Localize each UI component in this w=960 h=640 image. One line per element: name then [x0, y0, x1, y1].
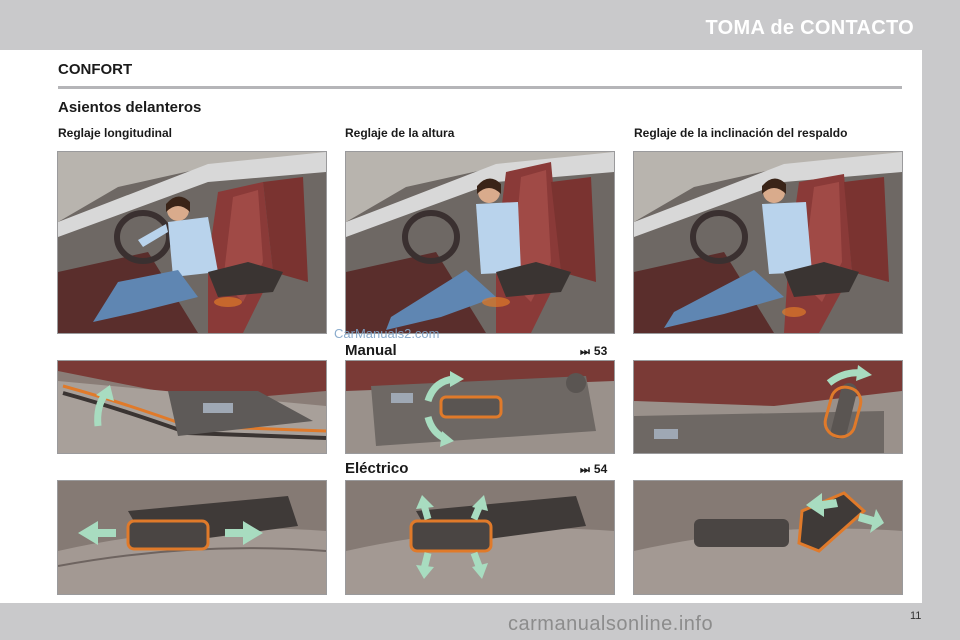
illustration-backrest-adjust	[633, 151, 903, 334]
illustration-longitudinal-adjust	[57, 151, 327, 334]
chapter-title: TOMA de CONTACTO	[705, 17, 914, 39]
column-label-backrest: Reglaje de la inclinación del respaldo	[634, 126, 848, 140]
illustration-electric-longitudinal-switch	[57, 480, 327, 595]
footer-band	[0, 603, 960, 640]
column-label-height: Reglaje de la altura	[345, 126, 455, 140]
page-reference-number: 54	[593, 462, 608, 476]
arrow-to-end-icon: ⏭	[580, 464, 590, 476]
section-divider	[58, 86, 902, 89]
illustration-manual-longitudinal-bar	[57, 360, 327, 454]
mode-label-electric: Eléctrico	[345, 460, 409, 477]
page-reference-number: 53	[593, 344, 608, 358]
illustration-height-adjust	[345, 151, 615, 334]
page-number: 11	[910, 610, 922, 622]
header-band	[0, 0, 960, 50]
arrow-to-end-icon: ⏭	[580, 346, 590, 358]
page-edge-strip	[922, 50, 960, 640]
illustration-manual-backrest-lever	[633, 360, 903, 454]
illustration-electric-height-switch	[345, 480, 615, 595]
watermark-carmanualsonline: carmanualsonline.info	[508, 613, 714, 635]
watermark-carmanuals2: CarManuals2.com	[334, 326, 440, 341]
illustration-manual-height-lever	[345, 360, 615, 454]
mode-label-manual: Manual	[345, 342, 397, 359]
illustration-electric-backrest-switch	[633, 480, 903, 595]
page-reference-manual: ⏭53	[580, 344, 607, 359]
section-title: CONFORT	[58, 61, 133, 78]
page-reference-electric: ⏭54	[580, 462, 607, 477]
column-label-longitudinal: Reglaje longitudinal	[58, 126, 173, 140]
subsection-title: Asientos delanteros	[58, 99, 202, 116]
